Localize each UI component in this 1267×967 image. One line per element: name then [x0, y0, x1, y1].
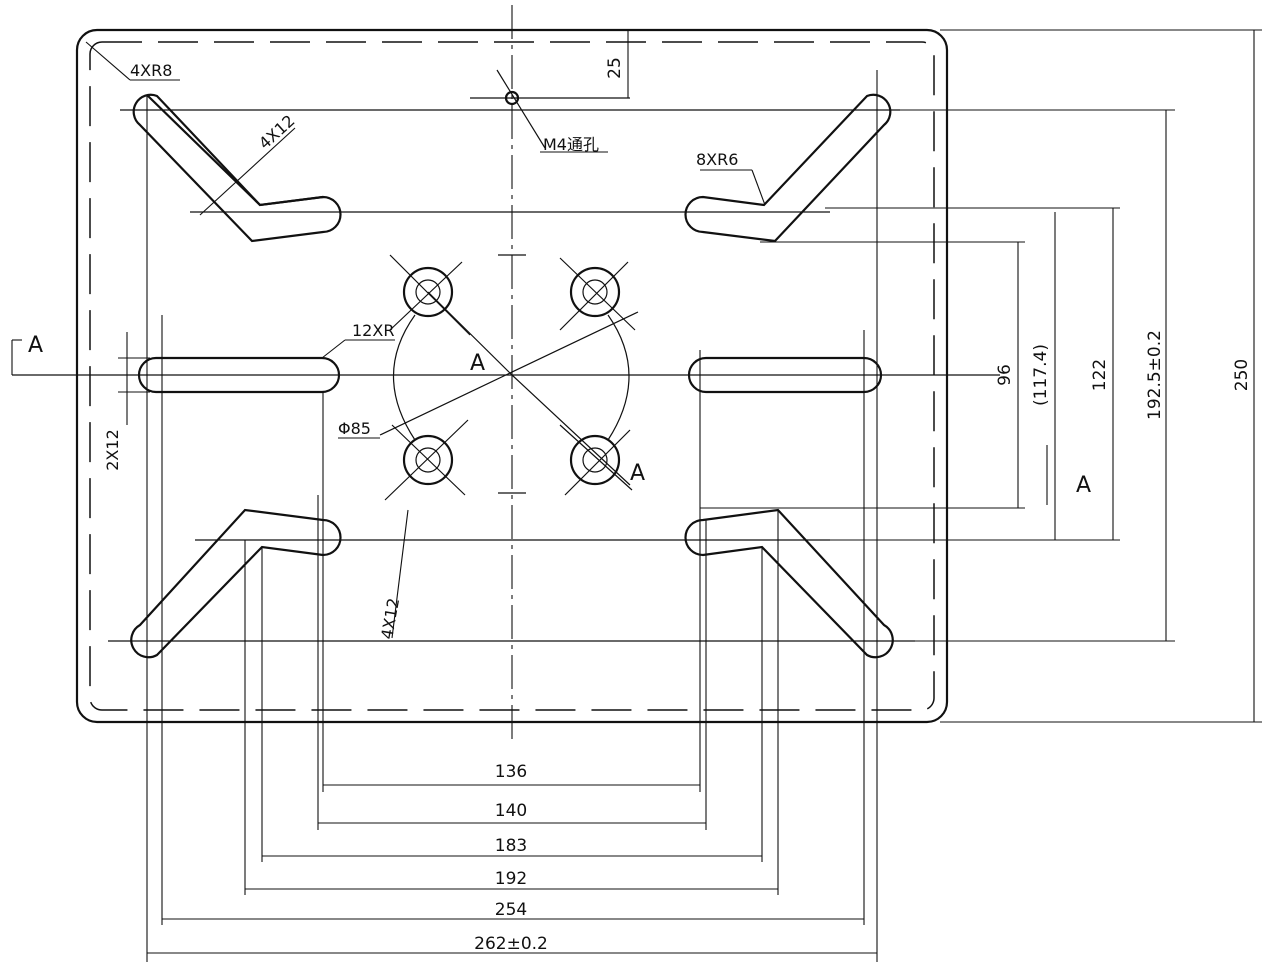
center-lines: [12, 5, 1262, 745]
label-8xr6: 8XR6: [696, 150, 738, 169]
dim-122: 122: [1090, 359, 1110, 391]
dim-192: 192: [495, 869, 527, 889]
dim-192-5: 192.5±0.2: [1145, 330, 1165, 420]
angled-slot-top-right: [684, 93, 892, 243]
dim-262: 262±0.2: [474, 934, 548, 954]
vertical-dimensions: [627, 30, 1255, 722]
label-m4-hole: M4通孔: [543, 135, 599, 154]
section-marker-right: A: [1076, 473, 1091, 498]
angled-slot-bottom-left: [130, 508, 342, 659]
side-slot-left: [137, 356, 341, 394]
bolt-holes: [379, 254, 639, 501]
angled-slot-top-left: [132, 93, 342, 243]
dim-140: 140: [495, 801, 527, 821]
label-4x12-top: 4X12: [255, 111, 299, 153]
label-phi85: Φ85: [338, 419, 371, 438]
dim-250: 250: [1232, 359, 1252, 391]
dim-183: 183: [495, 836, 527, 856]
section-marker-center: A: [470, 351, 485, 376]
side-slot-width-dim: [118, 332, 150, 425]
label-4x12-bottom: 4X12: [377, 597, 403, 641]
section-marker-lower: A: [630, 461, 645, 486]
label-12xr: 12XR: [352, 321, 394, 340]
dim-96: 96: [995, 364, 1015, 386]
angled-slot-bottom-right: [684, 508, 894, 659]
horizontal-dimensions: [147, 784, 877, 954]
leaders: [11, 41, 766, 639]
dim-117: (117.4): [1031, 344, 1051, 406]
m4-hole: [470, 69, 630, 149]
section-marker-left: A: [28, 333, 43, 358]
dim-136: 136: [495, 762, 527, 782]
label-4xr8: 4XR8: [130, 61, 172, 80]
dim-254: 254: [495, 900, 527, 920]
dim-25: 25: [605, 57, 625, 79]
label-2x12: 2X12: [103, 429, 122, 471]
extension-lines: [146, 70, 878, 962]
